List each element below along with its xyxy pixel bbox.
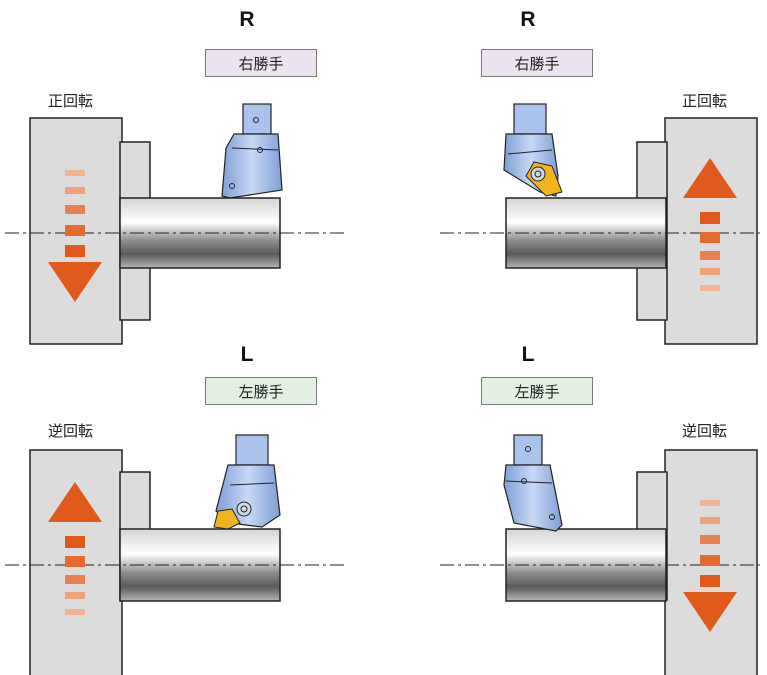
insert-left-bottom xyxy=(213,508,241,530)
left-hand-letter-left: L xyxy=(240,343,254,366)
right-hand-diagram xyxy=(5,103,760,345)
right-hand-label-right: 右勝手 xyxy=(481,49,593,77)
forward-rotation-label-right: 正回転 xyxy=(682,92,728,110)
tool-holder-left-bottom xyxy=(213,434,281,530)
left-hand-label-right: 左勝手 xyxy=(481,377,593,405)
reverse-rotation-label-right: 逆回転 xyxy=(682,422,728,440)
tool-holder-right-bottom xyxy=(503,434,563,532)
rotation-arrow-down-left-top xyxy=(48,170,102,302)
right-hand-label-left: 右勝手 xyxy=(205,49,317,77)
left-hand-label-left: 左勝手 xyxy=(205,377,317,405)
rotation-arrow-up-right-top xyxy=(683,158,737,291)
tool-holder-left-top xyxy=(221,103,283,199)
right-hand-letter-right: R xyxy=(520,8,536,31)
tool-holder-right-top xyxy=(503,103,563,197)
forward-rotation-label-left: 正回転 xyxy=(48,92,94,110)
rotation-arrow-up-left-bottom xyxy=(48,482,102,615)
right-hand-letter-left: R xyxy=(239,8,255,31)
chuck-right-top xyxy=(636,117,758,345)
rotation-arrow-down-right-bottom xyxy=(683,500,737,632)
left-hand-diagram xyxy=(5,434,760,675)
left-hand-letter-right: L xyxy=(521,343,535,366)
reverse-rotation-label-left: 逆回転 xyxy=(48,422,94,440)
